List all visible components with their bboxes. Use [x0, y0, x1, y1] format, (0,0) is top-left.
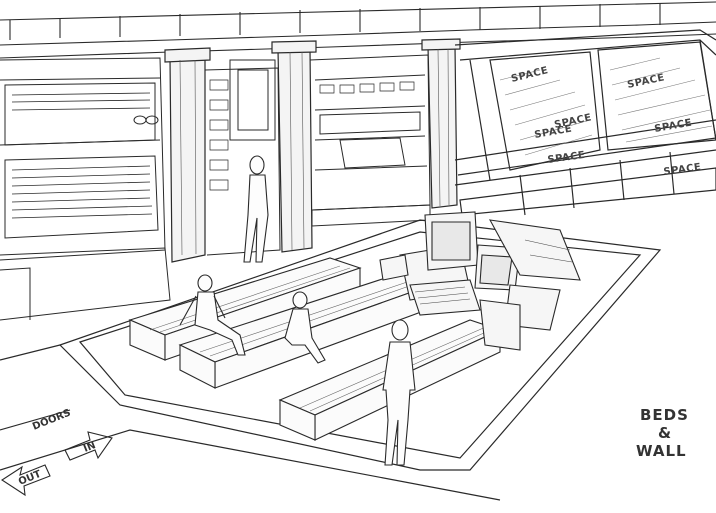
window-glass-hatching — [500, 58, 712, 155]
in-label: IN — [82, 440, 97, 455]
floor-platform — [0, 220, 660, 500]
figure-standing — [383, 320, 415, 465]
in-arrow — [65, 432, 112, 460]
columns — [165, 39, 460, 262]
caption-line-2: & — [658, 424, 672, 442]
floor-arrows — [0, 410, 112, 495]
figure-seated-middle — [285, 292, 325, 363]
window-wall — [455, 30, 716, 215]
console — [380, 212, 580, 350]
left-wall-bunks — [0, 58, 170, 320]
window-label: SPACE — [663, 162, 702, 178]
window-label: SPACE — [547, 150, 586, 166]
out-arrow — [2, 465, 50, 495]
caption: BEDS & WALL — [636, 406, 689, 460]
caption-line-3: WALL — [636, 442, 687, 460]
figure-seated-left — [180, 275, 245, 355]
ceiling — [0, 2, 716, 58]
caption-line-1: BEDS — [640, 406, 689, 424]
figure-leaning — [244, 156, 268, 262]
figures — [180, 156, 415, 465]
